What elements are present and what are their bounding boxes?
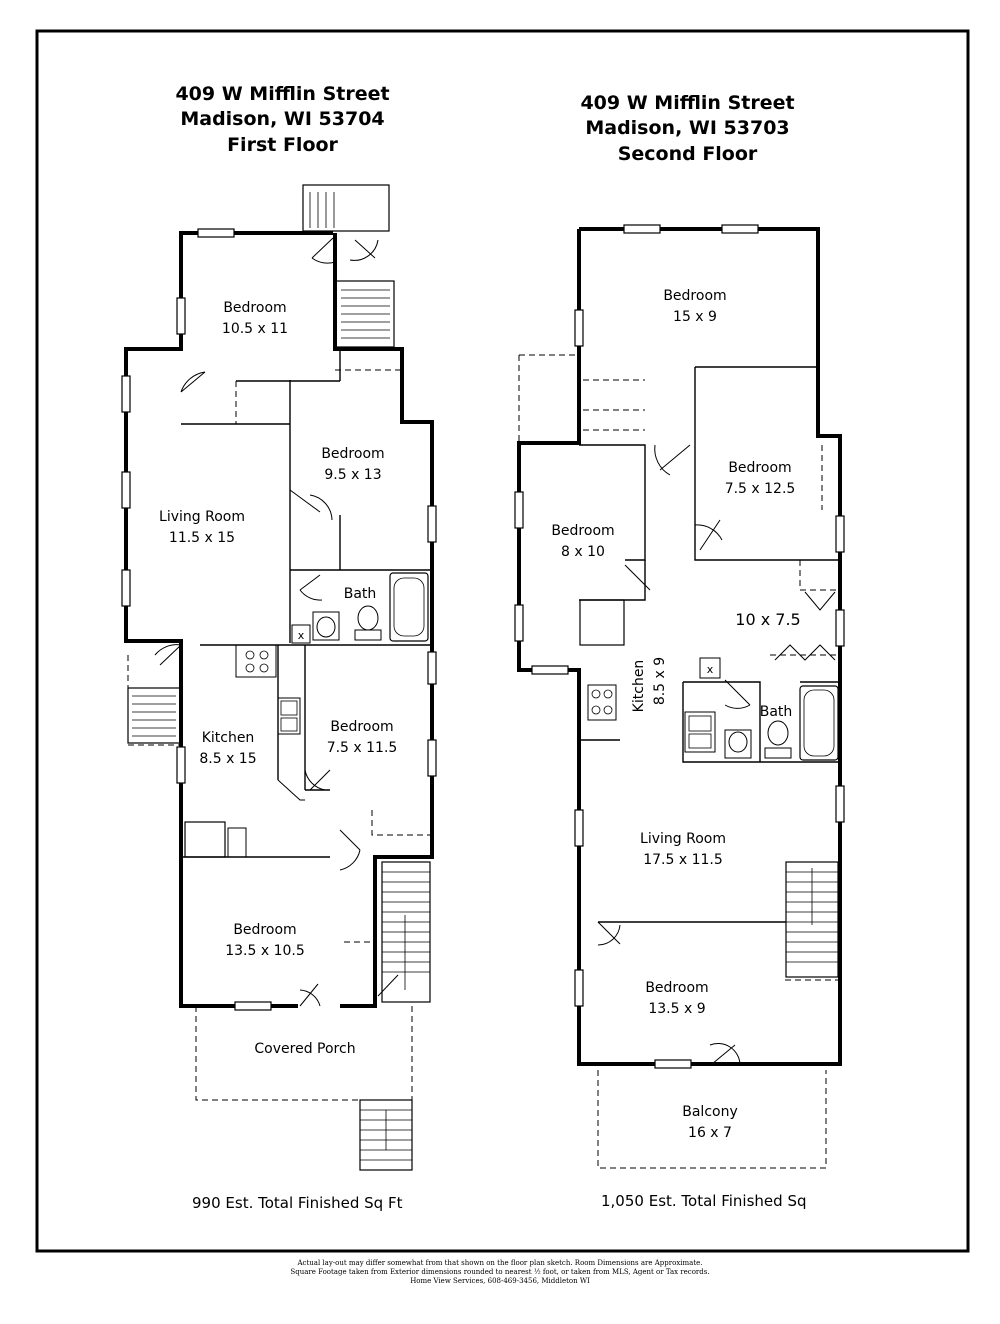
room-label-balcony: Balcony 16 x 7 <box>660 1102 760 1144</box>
room-name: Bedroom <box>663 288 727 304</box>
room-label-bedroom-3: Bedroom 7.5 x 11.5 <box>307 717 417 759</box>
first-floor-address: 409 W Mifflin Street <box>175 83 390 105</box>
room-name-kitchen-2: Kitchen <box>631 660 647 713</box>
room-label-bedroom-2-1: Bedroom 15 x 9 <box>640 286 750 328</box>
second-floor-address: 409 W Mifflin Street <box>580 92 795 114</box>
room-size: 16 x 7 <box>688 1125 732 1141</box>
room-name: Bath <box>343 586 377 602</box>
room-label-bedroom-2-3: Bedroom 8 x 10 <box>528 521 638 563</box>
room-size: 8.5 x 15 <box>199 751 257 767</box>
first-floor-city: Madison, WI 53704 <box>180 108 385 130</box>
room-size: 15 x 9 <box>673 309 717 325</box>
room-name: Bedroom <box>551 523 615 539</box>
first-floor-exterior-wall-east <box>333 233 434 1008</box>
first-floor-plan <box>121 184 437 1171</box>
room-name: Bedroom <box>330 719 394 735</box>
disclaimer-line: Square Footage taken from Exterior dimen… <box>290 1268 710 1276</box>
disclaimer-line: Actual lay-out may differ somewhat from … <box>297 1259 703 1267</box>
first-floor-exterior-wall <box>124 231 333 1008</box>
room-label-living-room-2: Living Room 17.5 x 11.5 <box>618 829 748 871</box>
room-size: 8 x 10 <box>561 544 605 560</box>
room-size: 9.5 x 13 <box>324 467 382 483</box>
room-name: Bedroom <box>321 446 385 462</box>
room-name: Bedroom <box>233 922 297 938</box>
room-label-covered-porch: Covered Porch <box>235 1039 375 1060</box>
room-size: 13.5 x 9 <box>648 1001 706 1017</box>
disclaimer: Actual lay-out may differ somewhat from … <box>0 1259 1000 1286</box>
page-border <box>35 29 970 1253</box>
room-size: 7.5 x 12.5 <box>724 481 796 497</box>
second-floor-fixture-mark: x <box>707 663 714 676</box>
room-name: Balcony <box>682 1104 738 1120</box>
room-name: Bath <box>759 704 793 720</box>
second-floor-header: 409 W Mifflin Street Madison, WI 53703 S… <box>555 91 820 167</box>
disclaimer-line: Home View Services, 608-469-3456, Middle… <box>410 1277 590 1285</box>
room-name: Bedroom <box>728 460 792 476</box>
room-size: 7.5 x 11.5 <box>326 740 398 756</box>
room-size: 13.5 x 10.5 <box>225 943 305 959</box>
room-label-bath: Bath <box>330 584 390 605</box>
room-name: Bedroom <box>645 980 709 996</box>
room-name: Kitchen <box>201 730 255 746</box>
second-floor-title: Second Floor <box>617 143 758 165</box>
second-floor-plan <box>514 224 845 1169</box>
room-name: Living Room <box>640 831 726 847</box>
second-floor-city: Madison, WI 53703 <box>585 117 790 139</box>
room-label-bath-2: Bath <box>746 702 806 723</box>
room-size: 10.5 x 11 <box>221 321 289 337</box>
room-name: Bedroom <box>223 300 287 316</box>
room-size: 17.5 x 11.5 <box>643 852 723 868</box>
second-floor-total: 1,050 Est. Total Finished Sq <box>601 1192 807 1210</box>
room-label-bedroom-2-2: Bedroom 7.5 x 12.5 <box>705 458 815 500</box>
room-label-bedroom-2: Bedroom 9.5 x 13 <box>298 444 408 486</box>
room-size: 11.5 x 15 <box>168 530 236 546</box>
first-floor-header: 409 W Mifflin Street Madison, WI 53704 F… <box>150 82 415 158</box>
first-floor-fixture-mark: x <box>298 629 305 642</box>
room-size: 10 x 7.5 <box>735 610 801 629</box>
room-label-bedroom-2-4: Bedroom 13.5 x 9 <box>622 978 732 1020</box>
room-name: Covered Porch <box>254 1041 356 1057</box>
room-label-bedroom-4: Bedroom 13.5 x 10.5 <box>210 920 320 962</box>
room-name: Living Room <box>159 509 245 525</box>
room-label-hall: 10 x 7.5 <box>718 609 818 630</box>
room-size-kitchen-2: 8.5 x 9 <box>652 657 668 705</box>
room-label-living-room: Living Room 11.5 x 15 <box>142 507 262 549</box>
room-label-kitchen: Kitchen 8.5 x 15 <box>183 728 273 770</box>
room-label-bedroom-1: Bedroom 10.5 x 11 <box>200 298 310 340</box>
first-floor-total: 990 Est. Total Finished Sq Ft <box>192 1194 403 1212</box>
first-floor-title: First Floor <box>227 134 338 156</box>
